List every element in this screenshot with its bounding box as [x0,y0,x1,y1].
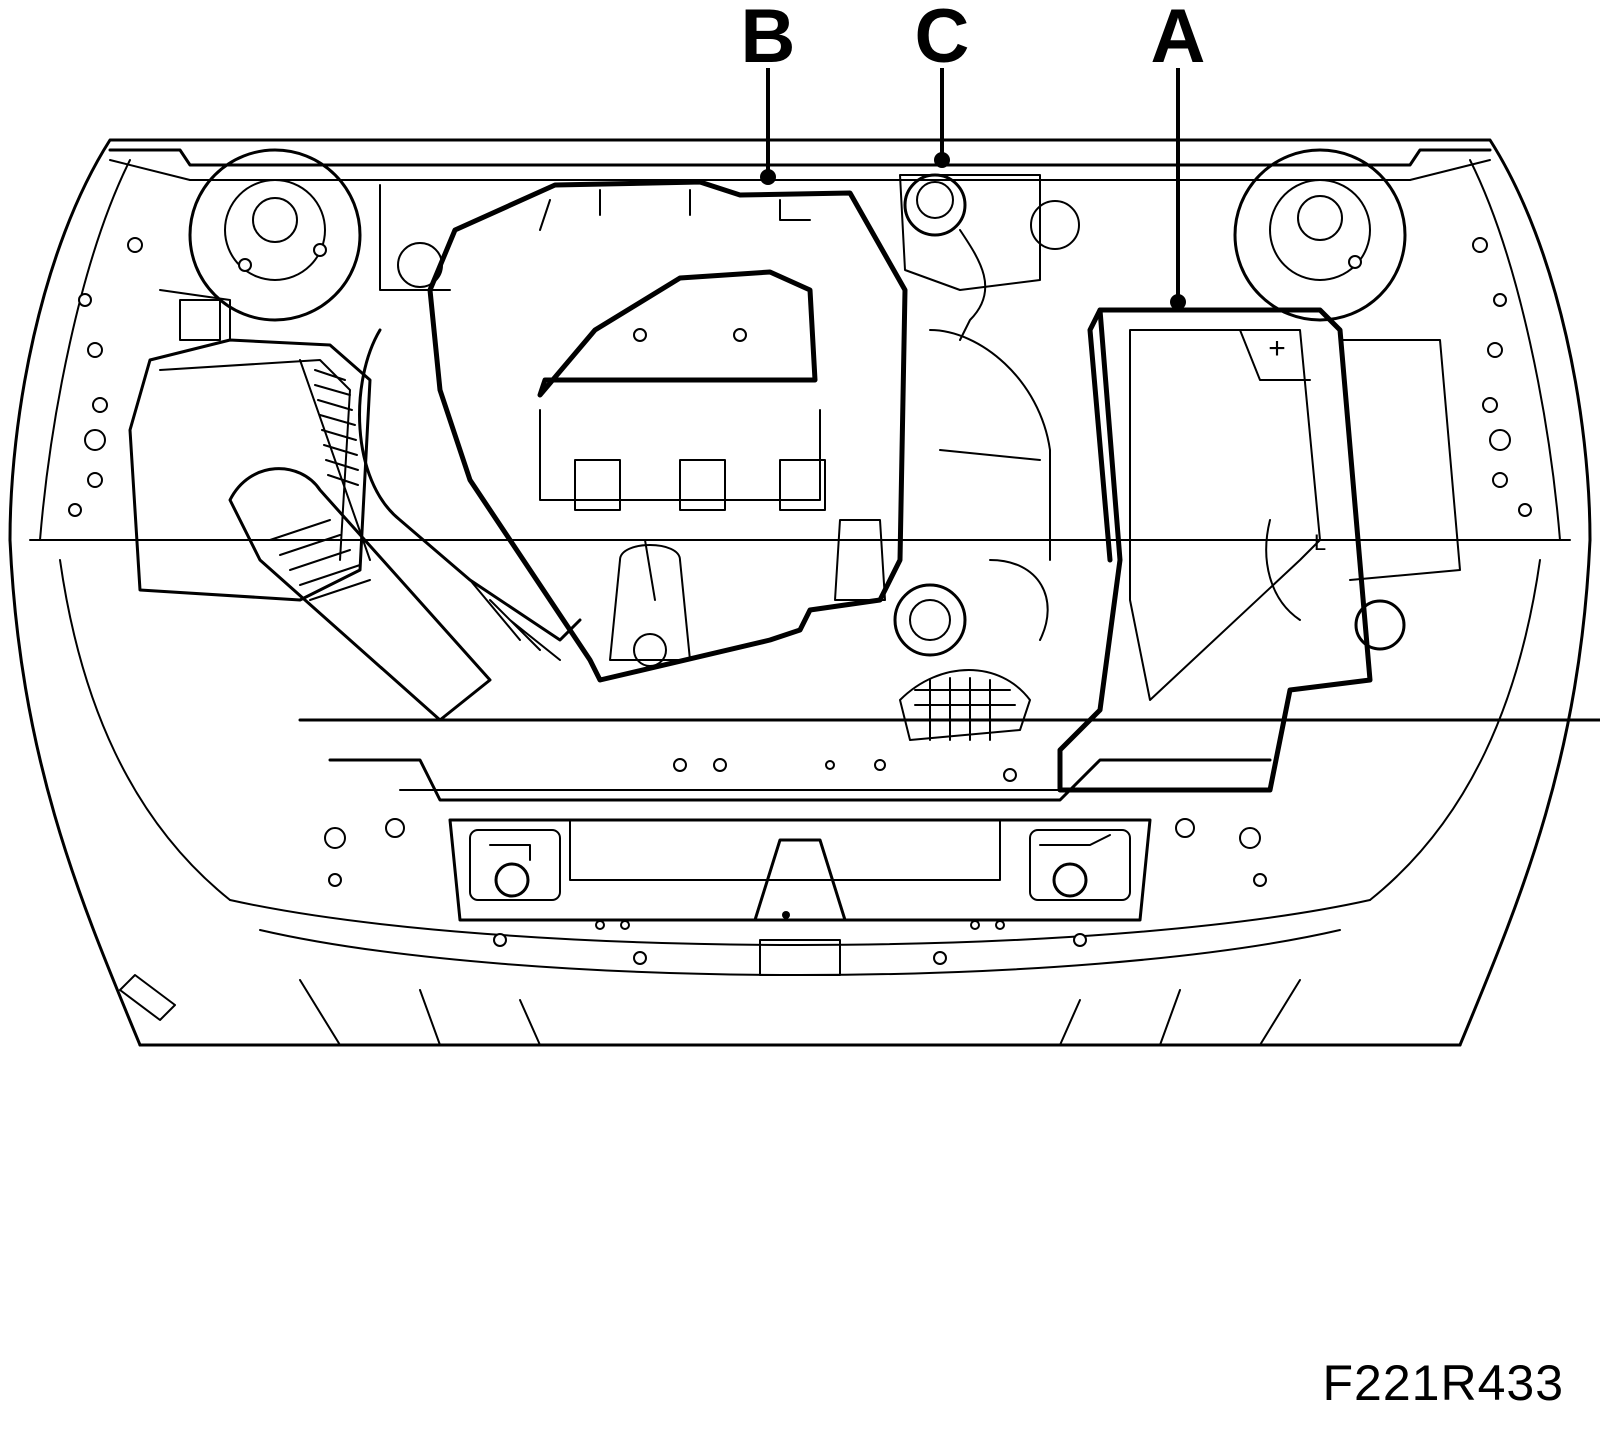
coolant-reservoir [379,173,1080,341]
air-filter-box [128,289,372,602]
intake-hose [228,328,582,722]
callout-a-label: A [1151,0,1206,79]
body-outline [8,138,1592,1047]
callout-c-dot [934,152,950,168]
left-strut-tower [127,148,362,322]
engine-right-components [893,329,1051,741]
battery-plus-mark: + [1268,332,1286,365]
right-strut-tower [1233,148,1488,322]
fuse-box-mark: L [1314,530,1326,555]
callout-c-label: C [915,0,970,79]
battery-assembly: + L [1057,307,1461,793]
engine-cover [427,179,908,683]
callout-b-label: B [741,0,796,79]
radiator-support [298,718,1600,976]
figure-code: F221R433 [1322,1355,1564,1411]
callout-a-dot [1170,294,1186,310]
fender-bolts [68,293,1532,517]
callout-b-dot [760,169,776,185]
cowl-panel [108,148,1492,181]
